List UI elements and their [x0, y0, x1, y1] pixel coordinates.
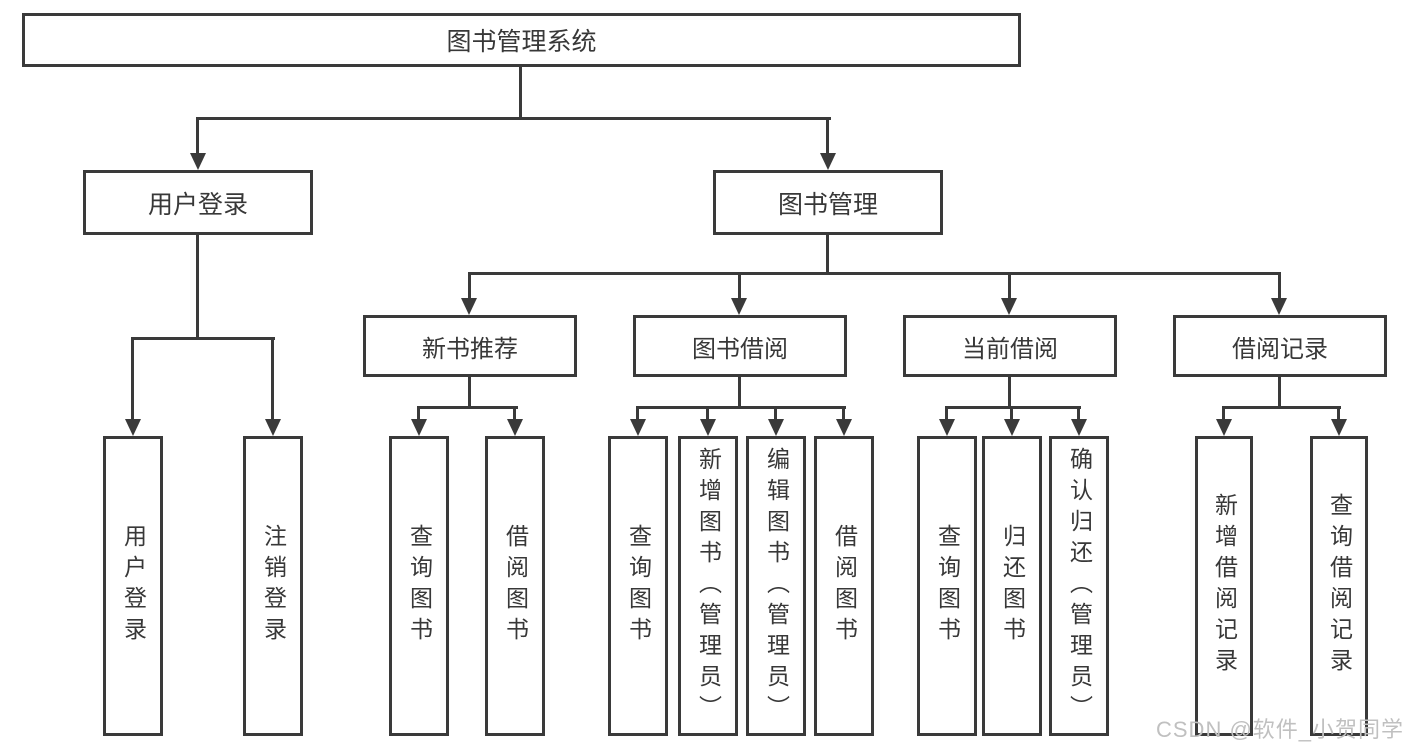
leaf-logout: 注销登录: [243, 436, 303, 736]
leaf-label: 查询图书: [934, 524, 961, 648]
connector-line: [1222, 406, 1225, 419]
leaf-confirm-return-admin: 确认归还（管理员）: [1049, 436, 1109, 736]
leaf-label: 查询借阅记录: [1326, 493, 1353, 679]
leaf-label: 确认归还（管理员）: [1066, 446, 1093, 726]
leaf-query-books: 查询图书: [389, 436, 449, 736]
arrow-down-icon: [836, 419, 852, 436]
connector-line: [1008, 272, 1011, 298]
arrow-down-icon: [507, 419, 523, 436]
leaf-return-books: 归还图书: [982, 436, 1042, 736]
connector-line: [945, 406, 948, 419]
connector-line: [1278, 377, 1281, 409]
node-current-borrowing: 当前借阅: [903, 315, 1117, 377]
leaf-label: 编辑图书（管理员）: [763, 446, 790, 726]
connector-line: [826, 117, 829, 153]
leaf-label: 借阅图书: [831, 524, 858, 648]
leaf-label: 借阅图书: [502, 524, 529, 648]
connector-line: [826, 235, 829, 275]
arrow-down-icon: [461, 298, 477, 315]
connector-line: [196, 117, 831, 120]
node-label: 图书管理系统: [446, 28, 597, 56]
connector-line: [1010, 406, 1013, 419]
connector-line: [1077, 406, 1080, 419]
connector-line: [131, 337, 134, 419]
node-label: 当前借阅: [962, 335, 1058, 363]
arrow-down-icon: [1271, 298, 1287, 315]
arrow-down-icon: [411, 419, 427, 436]
csdn-watermark: CSDN @软件_小贺同学: [1156, 717, 1405, 742]
arrow-down-icon: [700, 419, 716, 436]
connector-line: [842, 406, 845, 419]
arrow-down-icon: [939, 419, 955, 436]
arrow-down-icon: [630, 419, 646, 436]
connector-line: [1008, 377, 1011, 409]
arrow-down-icon: [768, 419, 784, 436]
arrow-down-icon: [731, 298, 747, 315]
connector-line: [513, 406, 516, 419]
arrow-down-icon: [1071, 419, 1087, 436]
leaf-label: 查询图书: [625, 524, 652, 648]
leaf-edit-books-admin: 编辑图书（管理员）: [746, 436, 806, 736]
leaf-borrow-books: 借阅图书: [814, 436, 874, 736]
node-label: 借阅记录: [1232, 335, 1328, 363]
connector-line: [468, 272, 471, 298]
connector-line: [738, 272, 741, 298]
node-label: 图书管理: [777, 190, 878, 219]
leaf-user-login: 用户登录: [103, 436, 163, 736]
connector-line: [774, 406, 777, 419]
node-label: 图书借阅: [692, 335, 788, 363]
connector-line: [519, 67, 522, 118]
node-user-login: 用户登录: [83, 170, 313, 235]
node-new-book-recommend: 新书推荐: [363, 315, 577, 377]
connector-line: [468, 272, 1281, 275]
connector-line: [196, 117, 199, 153]
leaf-label: 归还图书: [999, 524, 1026, 648]
connector-line: [417, 406, 518, 409]
leaf-add-books-admin: 新增图书（管理员）: [678, 436, 738, 736]
node-library-management-system: 图书管理系统: [22, 13, 1021, 67]
node-book-management: 图书管理: [713, 170, 943, 235]
connector-line: [271, 337, 274, 419]
connector-line: [706, 406, 709, 419]
node-book-borrowing: 图书借阅: [633, 315, 847, 377]
connector-line: [738, 377, 741, 409]
leaf-label: 查询图书: [406, 524, 433, 648]
arrow-down-icon: [265, 419, 281, 436]
arrow-down-icon: [125, 419, 141, 436]
node-borrowing-records: 借阅记录: [1173, 315, 1387, 377]
connector-line: [131, 337, 275, 340]
arrow-down-icon: [1331, 419, 1347, 436]
leaf-label: 用户登录: [120, 524, 147, 648]
leaf-label: 新增借阅记录: [1211, 493, 1238, 679]
connector-line: [1337, 406, 1340, 419]
connector-line: [417, 406, 420, 419]
arrow-down-icon: [190, 153, 206, 170]
connector-line: [468, 377, 471, 409]
leaf-label: 注销登录: [260, 524, 287, 648]
arrow-down-icon: [1004, 419, 1020, 436]
leaf-query-books: 查询图书: [917, 436, 977, 736]
leaf-borrow-books: 借阅图书: [485, 436, 545, 736]
leaf-label: 新增图书（管理员）: [695, 446, 722, 726]
arrow-down-icon: [1001, 298, 1017, 315]
connector-line: [196, 235, 199, 340]
leaf-query-borrow-record: 查询借阅记录: [1310, 436, 1368, 736]
node-label: 用户登录: [147, 190, 248, 219]
arrow-down-icon: [1216, 419, 1232, 436]
connector-line: [1278, 272, 1281, 298]
connector-line: [945, 406, 1081, 409]
arrow-down-icon: [820, 153, 836, 170]
connector-line: [1222, 406, 1341, 409]
leaf-query-books: 查询图书: [608, 436, 668, 736]
connector-line: [636, 406, 639, 419]
node-label: 新书推荐: [422, 335, 518, 363]
connector-line: [636, 406, 846, 409]
leaf-add-borrow-record: 新增借阅记录: [1195, 436, 1253, 736]
